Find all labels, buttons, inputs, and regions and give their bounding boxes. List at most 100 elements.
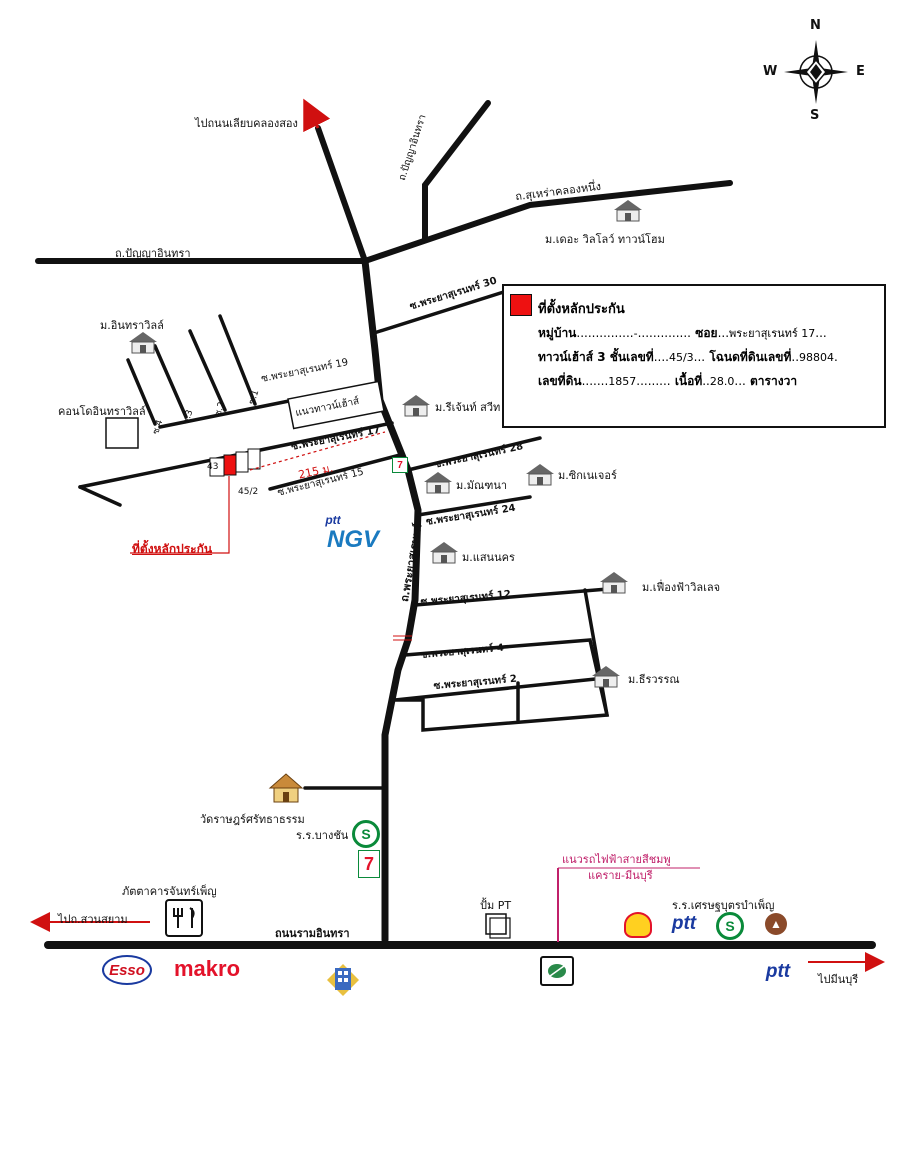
restaurant-box [165, 899, 203, 937]
label-monthana: ม.มัณฑนา [456, 479, 508, 492]
info-deed-label: โฉนดที่ดินเลขที่ [709, 350, 792, 364]
compass-w: W [763, 64, 778, 79]
soi-15 [268, 453, 402, 491]
label-the-villa: ม.เดอะ วิลโลว์ ทาวน์โฮม [545, 233, 665, 246]
info-title: ที่ตั้งหลักประกัน [538, 302, 625, 317]
house-icon [428, 540, 460, 564]
compass [780, 20, 852, 124]
collateral-info-box: ที่ตั้งหลักประกัน หมู่บ้าน..............… [502, 284, 886, 428]
label-to-siam-park: ไปถ.สวนสยาม [58, 913, 128, 926]
soi-17-end [78, 485, 122, 507]
soi-east-link [583, 588, 609, 717]
leaf-logo-icon [540, 956, 574, 986]
shell-icon [624, 912, 652, 938]
info-land-row: เลขที่ดิน.......1857......... เนื้อที่..… [538, 374, 798, 388]
soi-24 [416, 495, 532, 517]
temple-icon [268, 772, 304, 804]
label-regent: ม.รีเจ้นท์ สวีท [435, 401, 501, 414]
info-house-no: 45/3 [668, 351, 694, 364]
soi-4 [126, 358, 157, 426]
label-klong-song: ไปถนนเลียบคลองสอง [195, 117, 298, 130]
info-area-unit: ตารางวา [750, 374, 798, 388]
condo-box [105, 417, 139, 449]
building-icon [325, 962, 361, 998]
road-network [35, 100, 876, 949]
label-plot-45-2: 45/2 [238, 487, 259, 497]
road-to-klong-song [315, 125, 368, 264]
road-sukhrao [362, 180, 733, 264]
townhouse-row-box [287, 380, 385, 430]
bank-icon: ▲ [765, 913, 787, 935]
house-icon [524, 462, 556, 486]
label-temple: วัดราษฎร์ศรัทธาธรรม [200, 813, 305, 826]
label-ramintra: ถนนรามอินทรา [275, 927, 350, 940]
ptt-logo: ptt [765, 961, 791, 982]
ptt-logo: ptt [671, 913, 697, 934]
soi-2 [188, 329, 227, 412]
soi-30 [372, 288, 512, 335]
makro-logo: makro [173, 956, 241, 981]
label-saen-nakhon: ม.แสนนคร [462, 551, 515, 564]
info-land-label: เลขที่ดิน [538, 374, 582, 388]
arrow-klong-song [303, 98, 331, 133]
seven-eleven-small-icon: 7 [392, 457, 408, 473]
info-area-value: 28.0 [709, 375, 735, 388]
fork-knife-icon [173, 907, 195, 928]
info-village-label: หมู่บ้าน [538, 326, 577, 340]
label-khae-rai: แคราย-มีนบุรี [588, 869, 653, 882]
info-type-label: ทาวน์เฮ้าส์ 3 ชั้นเลขที่ [538, 350, 654, 364]
ptt-ngv-logo: ptt [325, 513, 341, 527]
info-soi-value: พระยาสุเรนทร์ 17 [729, 327, 816, 340]
s-mark-icon: S [716, 912, 744, 940]
label-teerawan: ม.ธีรวรรณ [628, 673, 680, 686]
ngv-logo: NGV [326, 526, 379, 553]
label-pink-line: แนวรถไฟฟ้าสายสีชมพู [562, 853, 671, 866]
info-deed-no: 98804 [799, 351, 835, 364]
label-plot-43: 43 [207, 462, 219, 472]
collateral-plot [223, 454, 237, 476]
label-school-setthabut: ร.ร.เศรษฐบุตรบำเพ็ญ [672, 899, 775, 912]
house-icon [127, 330, 159, 354]
compass-n: N [810, 18, 821, 33]
house-icon [400, 393, 432, 417]
label-panya-horizontal: ถ.ปัญญาอินทรา [115, 247, 191, 260]
label-to-minburi: ไปมีนบุรี [818, 973, 859, 986]
soi-3 [153, 344, 188, 419]
pump-box [485, 913, 507, 935]
s-mark-icon: S [352, 820, 380, 848]
road-panya-vertical [422, 100, 491, 243]
road-hash [393, 635, 412, 641]
road-phraya-suren [361, 257, 422, 944]
info-village-row: หมู่บ้าน...............-.............. ซ… [538, 326, 827, 340]
collateral-swatch [510, 294, 532, 316]
distance-line [249, 431, 386, 471]
esso-logo: Esso [102, 955, 152, 985]
compass-s: S [810, 108, 820, 123]
label-tiknature: ม.ซิกเนเจอร์ [558, 469, 617, 482]
label-pump: ปั้ม PT [480, 899, 512, 912]
info-land-no: 1857 [608, 375, 637, 388]
info-soi-label: ซอย [695, 326, 718, 340]
compass-icon [784, 40, 848, 104]
label-restaurant: ภัตตาคารจันทร์เพ็ญ [122, 885, 217, 898]
house-icon [612, 198, 644, 222]
house-icon [598, 570, 630, 594]
collateral-pointer [130, 476, 230, 554]
label-intra-ville: ม.อินทราวิลล์ [100, 319, 164, 332]
seven-eleven-icon: 7 [358, 850, 380, 878]
info-area-label: เนื้อที่ [674, 374, 703, 388]
info-house-row: ทาวน์เฮ้าส์ 3 ชั้นเลขที่....45/3... โฉนด… [538, 350, 838, 364]
soi-28 [406, 436, 542, 472]
compass-e: E [856, 64, 865, 79]
label-school-bangchan: ร.ร.บางชัน [296, 829, 349, 842]
house-icon [422, 470, 454, 494]
soi-1 [218, 314, 257, 406]
plot-lots [209, 448, 261, 477]
info-village-value: - [633, 327, 638, 340]
soi-4-2 [394, 638, 610, 732]
house-icon [590, 664, 622, 688]
label-fuengfa: ม.เฟื่องฟ้าวิลเลจ [642, 581, 721, 594]
label-condo: คอนโดอินทราวิลล์ [58, 405, 146, 418]
